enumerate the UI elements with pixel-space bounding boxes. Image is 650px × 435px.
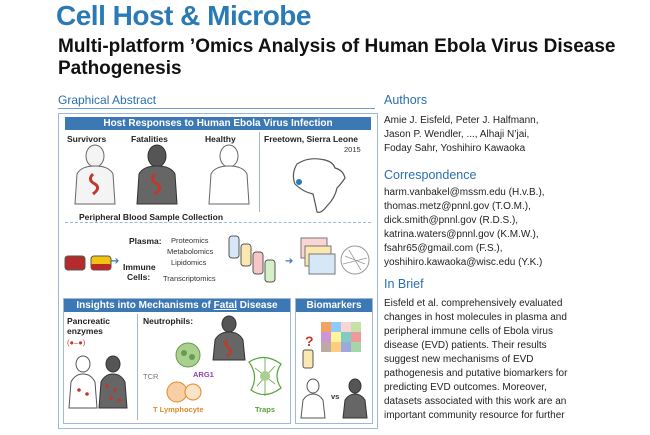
collection-divider: [65, 222, 371, 223]
in-brief-heading: In Brief: [384, 277, 424, 291]
graphical-abstract-rule: [58, 108, 375, 109]
host-responses-banner: Host Responses to Human Ebola Virus Infe…: [65, 117, 371, 130]
arrow-icon-2: ➔: [285, 256, 294, 267]
insights-panel: [63, 298, 291, 424]
in-brief-line: pathogenesis and putative biomarkers for: [384, 368, 568, 379]
immune-label: Immune: [123, 262, 156, 272]
correspondence-line[interactable]: fsahr65@gmail.com (F.S.),: [384, 243, 503, 254]
graphical-abstract-heading: Graphical Abstract: [58, 93, 157, 107]
neutrophil-divider: [137, 314, 138, 420]
graphical-abstract-figure: Host Responses to Human Ebola Virus Infe…: [58, 113, 378, 429]
location-label: Freetown, Sierra Leone: [264, 134, 358, 144]
in-brief-line: predicting EVD outcomes. Moreover,: [384, 382, 547, 393]
in-brief-line: important community resource for further: [384, 410, 565, 421]
healthy-figure-icon: [208, 144, 250, 205]
omics-proteomics: Proteomics: [171, 236, 209, 245]
t-cell-icon: [166, 381, 202, 403]
cells-label: Cells:: [127, 272, 151, 282]
in-brief-line: Eisfeld et al. comprehensively evaluated: [384, 298, 563, 309]
correspondence-line[interactable]: dick.smith@pnnl.gov (R.D.S.),: [384, 215, 519, 226]
africa-map-icon: [292, 158, 346, 213]
arg1-label: ARG1: [193, 370, 214, 379]
tcr-label: TCR: [143, 372, 159, 381]
data-heatmap-icon: [300, 237, 370, 275]
pancreatic-label: Pancreatic: [67, 316, 110, 326]
sample-vials-icon: [228, 235, 276, 283]
insights-banner: Insights into Mechanisms of Fatal Diseas…: [64, 299, 290, 312]
article-title: Multi-platform ’Omics Analysis of Human …: [58, 36, 616, 79]
in-brief-line: suggest new mechanisms of EVD: [384, 354, 534, 365]
insights-post-text: Disease: [237, 300, 278, 311]
group-label-healthy: Healthy: [205, 134, 236, 144]
traps-icon: [248, 356, 282, 396]
outcome-figures-icon: [300, 378, 368, 419]
insights-pre-text: Insights into Mechanisms of: [76, 300, 214, 311]
in-brief-line: changes in host molecules in plasma and: [384, 312, 567, 323]
in-brief-line: peripheral immune cells of Ebola virus: [384, 326, 553, 337]
enzyme-dots: (●–●): [67, 338, 86, 347]
biomarkers-panel: [295, 298, 373, 424]
survivor-figure-icon: [74, 144, 116, 205]
arrow-icon: ➔: [111, 256, 120, 267]
omics-metabolomics: Metabolomics: [167, 247, 214, 256]
blood-tubes-icon: [64, 255, 112, 271]
neutrophils-label: Neutrophils:: [143, 316, 194, 326]
fatality-figure-icon: [136, 144, 178, 205]
neutrophil-patient-icon: [212, 315, 246, 361]
in-brief-line: disease (EVD) patients. Their results: [384, 340, 547, 351]
biomarkers-banner: Biomarkers: [296, 299, 372, 312]
authors-line: Foday Sahr, Yoshihiro Kawaoka: [384, 143, 526, 154]
omics-transcriptomics: Transcriptomics: [163, 274, 216, 283]
neutrophil-cell-icon: [175, 342, 201, 368]
authors-line: Jason P. Wendler, ..., Alhaji N’jai,: [384, 129, 530, 140]
correspondence-list: harm.vanbakel@mssm.edu (H.v.B.), thomas.…: [384, 186, 646, 270]
correspondence-heading: Correspondence: [384, 168, 477, 182]
group-label-fatalities: Fatalities: [131, 134, 168, 144]
traps-label: Traps: [255, 405, 276, 414]
t-lymphocyte-label: T Lymphocyte: [153, 405, 204, 414]
in-brief-text: Eisfeld et al. comprehensively evaluated…: [384, 297, 646, 423]
pancreatic-figures-icon: [68, 355, 128, 409]
biomarker-panel-icon: ?: [302, 322, 361, 369]
year-label: 2015: [344, 145, 361, 154]
vs-label: vs: [331, 392, 340, 401]
authors-list: Amie J. Eisfeld, Peter J. Halfmann, Jaso…: [384, 114, 646, 156]
svg-text:?: ?: [305, 333, 314, 349]
correspondence-line[interactable]: thomas.metz@pnnl.gov (T.O.M.),: [384, 201, 531, 212]
insights-emphasis: Fatal: [213, 300, 237, 311]
journal-name: Cell Host & Microbe: [56, 0, 311, 31]
group-label-survivors: Survivors: [67, 134, 107, 144]
correspondence-line[interactable]: harm.vanbakel@mssm.edu (H.v.B.),: [384, 187, 545, 198]
in-brief-line: datasets associated with this work are a…: [384, 396, 567, 407]
plasma-label: Plasma:: [129, 236, 162, 246]
location-divider: [259, 132, 260, 212]
authors-heading: Authors: [384, 93, 428, 107]
sample-collection-label: Peripheral Blood Sample Collection: [79, 212, 224, 222]
omics-lipidomics: Lipidomics: [171, 258, 207, 267]
correspondence-line[interactable]: yoshihiro.kawaoka@wisc.edu (Y.K.): [384, 257, 543, 268]
correspondence-line[interactable]: katrina.waters@pnnl.gov (K.M.W.),: [384, 229, 539, 240]
enzymes-label: enzymes: [67, 326, 103, 336]
authors-line: Amie J. Eisfeld, Peter J. Halfmann,: [384, 115, 539, 126]
